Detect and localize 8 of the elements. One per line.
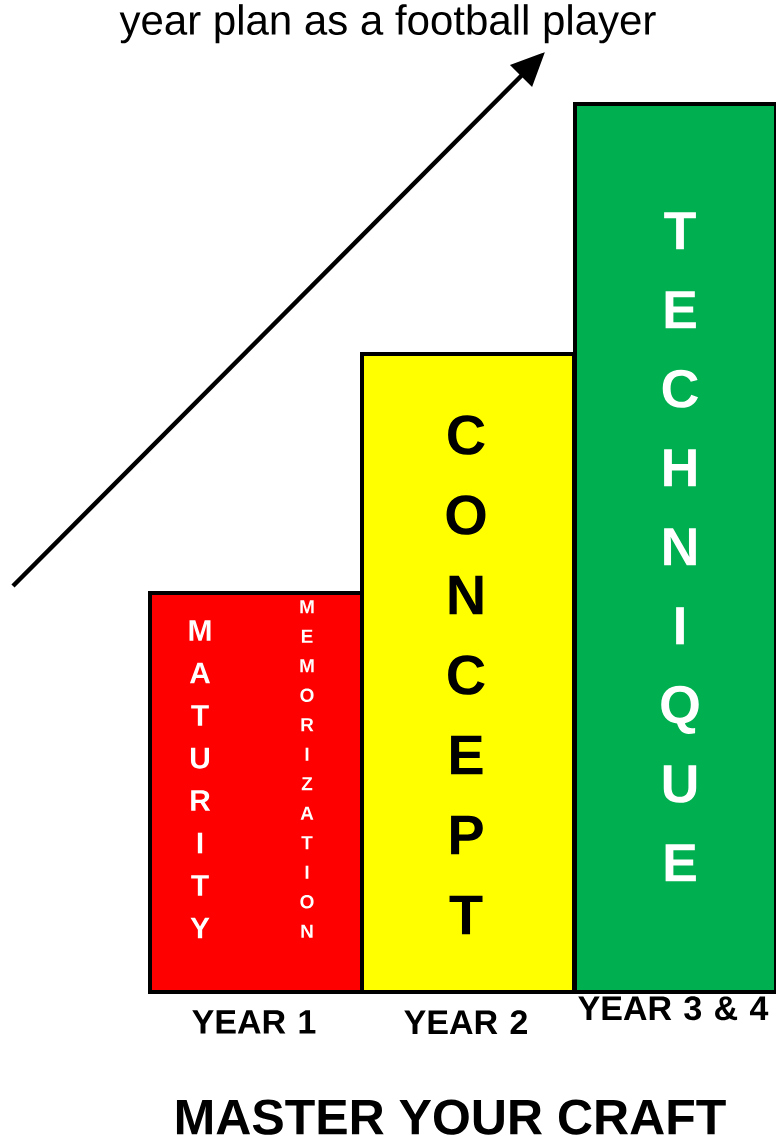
year-label: YEAR 3 & 4 [578,996,769,1021]
year-label: YEAR 1 [192,1010,316,1034]
caption: MASTER YOUR CRAFT [176,1099,726,1135]
bar: T E C H N I Q U E [573,102,776,994]
bar: M A T U R I T Y M E M O R I Z A T I O N [148,591,364,994]
bar: C O N C E P T [360,352,576,994]
title: year plan as a football player [119,4,656,44]
year-label: YEAR 2 [404,1010,527,1034]
